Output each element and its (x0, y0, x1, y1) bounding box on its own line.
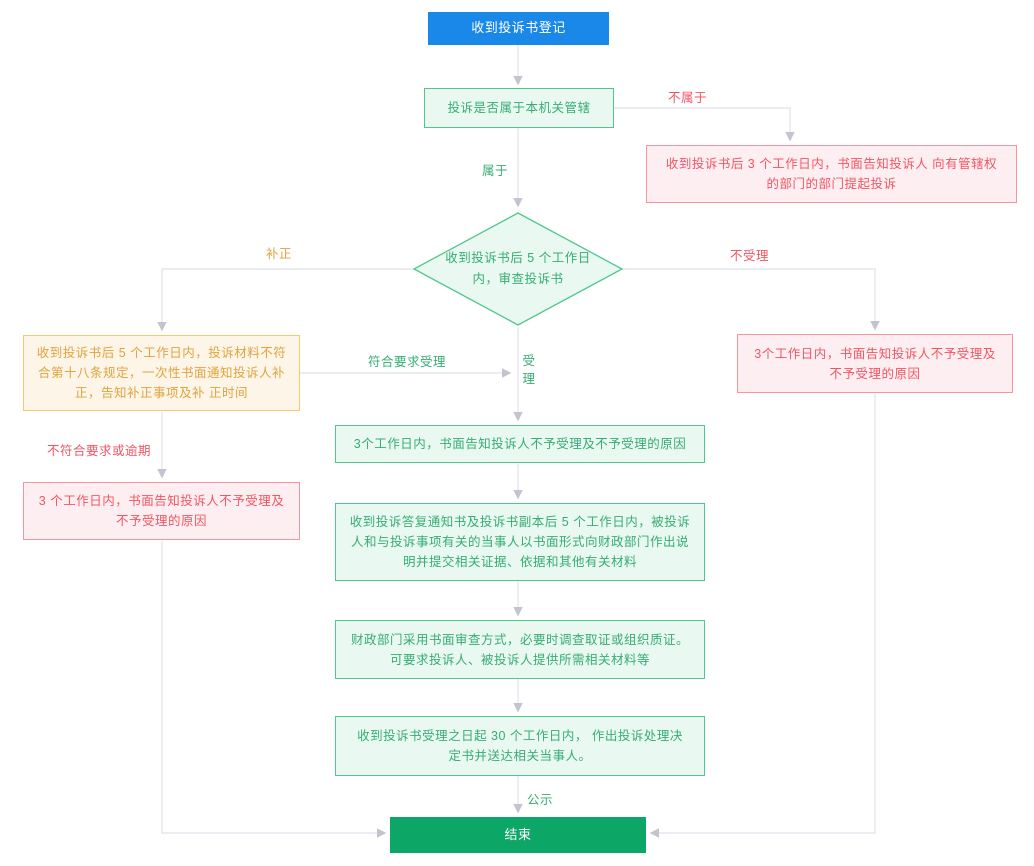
node-start: 收到投诉书登记 (428, 12, 609, 45)
node-reject-notice-left: 3 个工作日内，书面告知投诉人不予受理及不予受理的原因 (23, 482, 300, 540)
edge-label-supplement: 补正 (266, 247, 293, 261)
edge-label-accept: 受理 (522, 354, 536, 387)
edge-label-not-belongs: 不属于 (668, 91, 708, 105)
edge-rejectright-to-end (649, 394, 876, 838)
node-no-jurisdiction-notice: 收到投诉书后 3 个工作日内，书面告知投诉人 向有管辖权的部门的部门提起投诉 (646, 145, 1017, 203)
node-jurisdiction-check: 投诉是否属于本机关管辖 (424, 88, 614, 128)
node-respondent-materials: 收到投诉答复通知书及投诉书副本后 5 个工作日内，被投诉人和与投诉事项有关的当事… (335, 503, 705, 581)
edge-rejectleft-to-end (161, 541, 387, 838)
edge-review-to-supplement (157, 268, 415, 332)
decision-diamond-label: 收到投诉书后 5 个工作日内，审查投诉书 (445, 250, 591, 286)
node-supplement-notice: 收到投诉书后 5 个工作日内，投诉材料不符合第十八条规定，一次性书面通知投诉人补… (23, 335, 300, 411)
edge-jurisdiction-to-nojurisdiction (614, 107, 795, 142)
node-end: 结束 (390, 817, 646, 853)
edge-label-not-accept: 不受理 (730, 249, 770, 263)
decision-diamond-shape (412, 212, 624, 326)
node-reject-notice-right: 3个工作日内，书面告知投诉人不予受理及不予受理的原因 (737, 334, 1013, 393)
edge-review-to-rejectright (621, 268, 880, 331)
edge-label-belongs: 属于 (482, 164, 509, 178)
node-accept-notice: 3个工作日内，书面告知投诉人不予受理及不予受理的原因 (335, 425, 705, 463)
edge-label-publicity: 公示 (527, 793, 554, 807)
node-written-review: 财政部门采用书面审查方式，必要时调查取证或组织质证。可要求投诉人、被投诉人提供所… (335, 620, 705, 679)
edge-label-meets-requirements-accept: 符合要求受理 (368, 355, 447, 369)
node-review-decision: 收到投诉书后 5 个工作日内，审查投诉书 (412, 211, 624, 327)
edge-label-not-meet-or-overdue: 不符合要求或逾期 (47, 444, 152, 458)
node-decision-30-days: 收到投诉书受理之日起 30 个工作日内， 作出投诉处理决定书并送达相关当事人。 (335, 716, 705, 776)
